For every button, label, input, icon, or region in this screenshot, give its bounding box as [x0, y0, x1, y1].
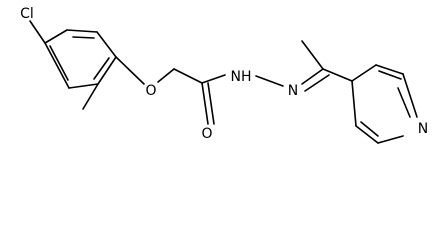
methyl-bond — [82, 83, 99, 110]
chlorophenyl-ring — [44, 29, 117, 89]
hydrazide-nh-label: NH — [231, 69, 252, 85]
chloro-bond — [29, 20, 46, 44]
hydrazone-linker — [255, 40, 353, 92]
chlorine-label: Cl — [20, 6, 34, 22]
carbonyl-oxygen-label: O — [201, 126, 212, 142]
chemical-structure: Cl O O NH N N — [20, 6, 428, 144]
ether-oxygen-label: O — [145, 83, 156, 99]
imine-nitrogen-label: N — [288, 83, 298, 99]
oxyacetyl-linker — [115, 56, 226, 125]
pyridine-ring — [351, 64, 418, 144]
pyridine-nitrogen-label: N — [418, 121, 428, 137]
